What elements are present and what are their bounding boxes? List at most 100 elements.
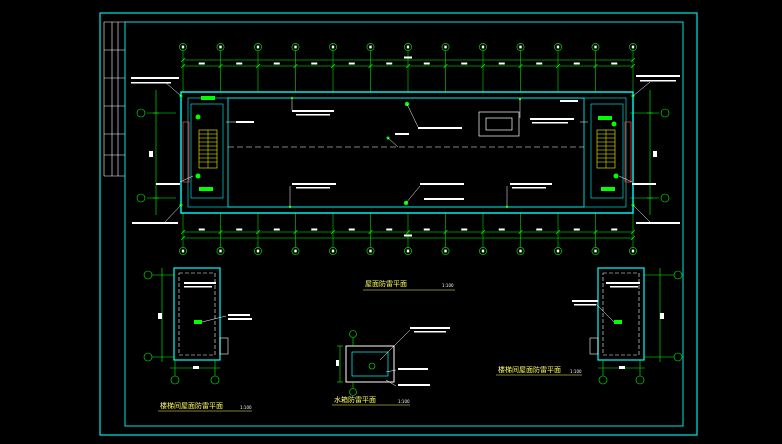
grid-bubble (366, 43, 375, 51)
dimension-tick (518, 63, 523, 69)
dimension-text (236, 62, 243, 65)
grid-bubble-mark (219, 45, 222, 49)
grid-bubble (329, 43, 337, 51)
dimension-text (461, 228, 468, 231)
dimension-tick (293, 229, 298, 235)
dimension-text (311, 62, 318, 65)
dimension-text (386, 228, 393, 231)
stair-roof-right-plan (572, 267, 683, 385)
dimension-tick (180, 63, 186, 69)
grid-bubble (404, 247, 412, 255)
grid-bubble-mark (219, 249, 222, 253)
plan-annotations (131, 75, 680, 224)
dimension-tick (368, 63, 373, 69)
dimension-tick (555, 63, 561, 69)
dimension-tick (405, 229, 411, 235)
stair-left (182, 96, 224, 199)
grid-bubble (179, 43, 187, 51)
dimension-text (611, 228, 618, 231)
dimension-text (611, 62, 618, 65)
grid-bubble (591, 43, 600, 51)
dimension-text (536, 228, 543, 231)
dimension-text (198, 228, 205, 231)
caption-stair-left-title: 楼梯间屋面防雷平面 (160, 401, 223, 410)
grid-bubble (554, 43, 562, 51)
dimension-tick (255, 63, 261, 69)
column-grid-top (179, 43, 637, 92)
dimension-tick (218, 63, 223, 69)
grid-bubble (254, 43, 262, 51)
dimension-tick (630, 229, 636, 235)
dimension-tick (405, 63, 411, 69)
dimension-tick (218, 229, 223, 235)
dimension-tick (630, 235, 636, 241)
caption-stair-roof-left: 楼梯间屋面防雷平面 1:100 (158, 401, 252, 412)
dimension-text-total (404, 234, 412, 237)
row-bubble-right-b (660, 108, 670, 118)
column-grid-bottom (179, 213, 637, 255)
dimension-tick (368, 229, 373, 235)
dimension-tick (255, 229, 261, 235)
grid-bubble (254, 247, 262, 255)
row-bubble-right-a (660, 193, 670, 203)
dimension-tick (593, 63, 598, 69)
grid-bubble (216, 43, 225, 51)
caption-stair-right-title: 楼梯间屋面防雷平面 (498, 365, 561, 374)
dimension-tick (480, 63, 486, 69)
dimension-text (461, 62, 468, 65)
dimension-tick (180, 57, 186, 63)
dimension-text (311, 228, 318, 231)
dimension-text-total (404, 56, 412, 59)
inner-frame (124, 21, 684, 427)
grid-bubble-mark (406, 45, 410, 49)
dimension-text (423, 62, 430, 65)
caption-water-tank-title: 水箱防雷平面 (334, 395, 376, 404)
grid-bubble-mark (256, 45, 260, 49)
grid-bubble-mark (481, 45, 485, 49)
roof-main-area (227, 97, 585, 208)
dimension-text (498, 62, 505, 65)
grid-bubble-mark (444, 249, 447, 253)
dimension-tick (555, 229, 561, 235)
grid-bubble-mark (556, 249, 560, 253)
grid-bubble-mark (369, 45, 372, 49)
binding-strip (103, 21, 125, 177)
roof-outline (180, 91, 634, 214)
grid-bubble-mark (406, 249, 410, 253)
grid-bubble (291, 247, 300, 255)
grid-bubble (404, 43, 412, 51)
caption-roof-plan-scale: 1:100 (442, 283, 454, 288)
stair-right (590, 103, 632, 199)
row-bubble-left-a (136, 193, 146, 203)
plan-leaders (164, 81, 651, 223)
dimension-tick (330, 63, 336, 69)
dimension-tick (480, 229, 486, 235)
row-dim-ticks (149, 151, 657, 157)
grid-bubble-mark (294, 249, 297, 253)
grid-bubble (516, 43, 525, 51)
grid-bubble-mark (331, 45, 335, 49)
dimension-text (348, 228, 355, 231)
dimension-text (273, 62, 280, 65)
grid-bubble-mark (519, 249, 522, 253)
dimension-tick (630, 63, 636, 69)
grid-bubble-mark (481, 249, 485, 253)
dimension-text (498, 228, 505, 231)
grid-bubble-mark (444, 45, 447, 49)
grid-bubble-mark (594, 249, 597, 253)
grid-bubble-mark (256, 249, 260, 253)
dimension-text (386, 62, 393, 65)
dimension-tick (518, 229, 523, 235)
roof-equipment (478, 111, 520, 137)
dimension-text (536, 62, 543, 65)
grid-bubble-mark (369, 249, 372, 253)
dimension-tick (443, 229, 448, 235)
caption-roof-plan: 屋面防雷平面 1:100 (363, 279, 455, 291)
dimension-text (198, 62, 205, 65)
caption-water-tank: 水箱防雷平面 1:100 (332, 395, 410, 406)
grid-bubble (179, 247, 187, 255)
row-grid (136, 90, 670, 215)
stair-roof-left-plan (143, 267, 252, 385)
row-bubble-left-b (136, 108, 146, 118)
